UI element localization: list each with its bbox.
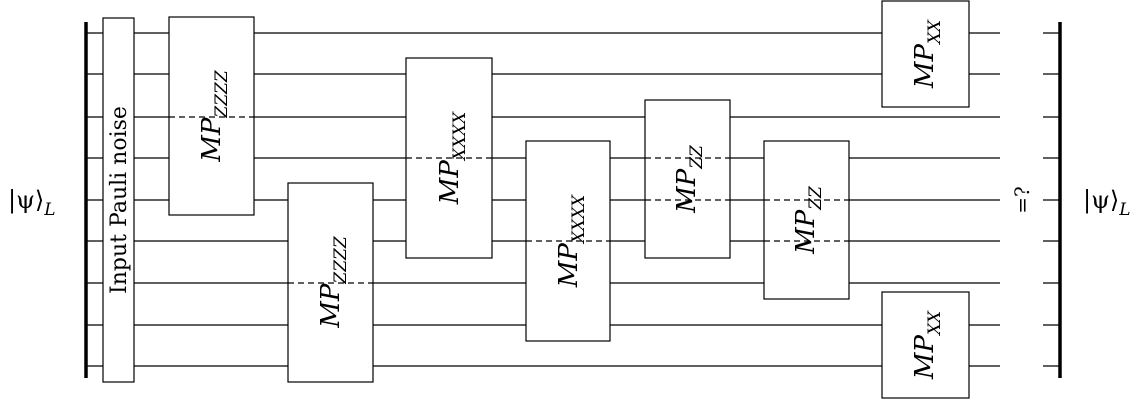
- input-state-label: |ψ⟩L: [8, 186, 56, 220]
- output-state-label: |ψ⟩L: [1083, 186, 1131, 220]
- equality-marker: =?: [1010, 186, 1034, 213]
- gate-mp-zz-1-label: MPZZ: [672, 144, 707, 214]
- gate-mp-xx-bottom: [881, 291, 970, 399]
- gate-mp-xxxx-1-label: MPXXXX: [435, 111, 470, 205]
- gate-mp-zz-2: [763, 140, 850, 300]
- gate-mp-zzzz-2-label: MPZZZZ: [316, 235, 351, 329]
- output-wire-stubs: [1043, 32, 1060, 367]
- gate-mp-zz-2-label: MPZZ: [791, 185, 826, 255]
- gate-mp-xx-top: [881, 0, 970, 108]
- gate-mp-zzzz-1-label: MPZZZZ: [197, 69, 232, 163]
- gate-mp-zzzz-1: [168, 16, 255, 216]
- gate-mp-zz-1: [644, 99, 731, 259]
- gate-mp-xx-bottom-label: MPXX: [910, 310, 945, 380]
- input-pauli-noise-box: [102, 17, 135, 383]
- gate-mp-xxxx-2-label: MPXXXX: [554, 194, 589, 288]
- gate-mp-xx-top-label: MPXX: [910, 19, 945, 89]
- input-pauli-noise-label: Input Pauli noise: [107, 106, 132, 294]
